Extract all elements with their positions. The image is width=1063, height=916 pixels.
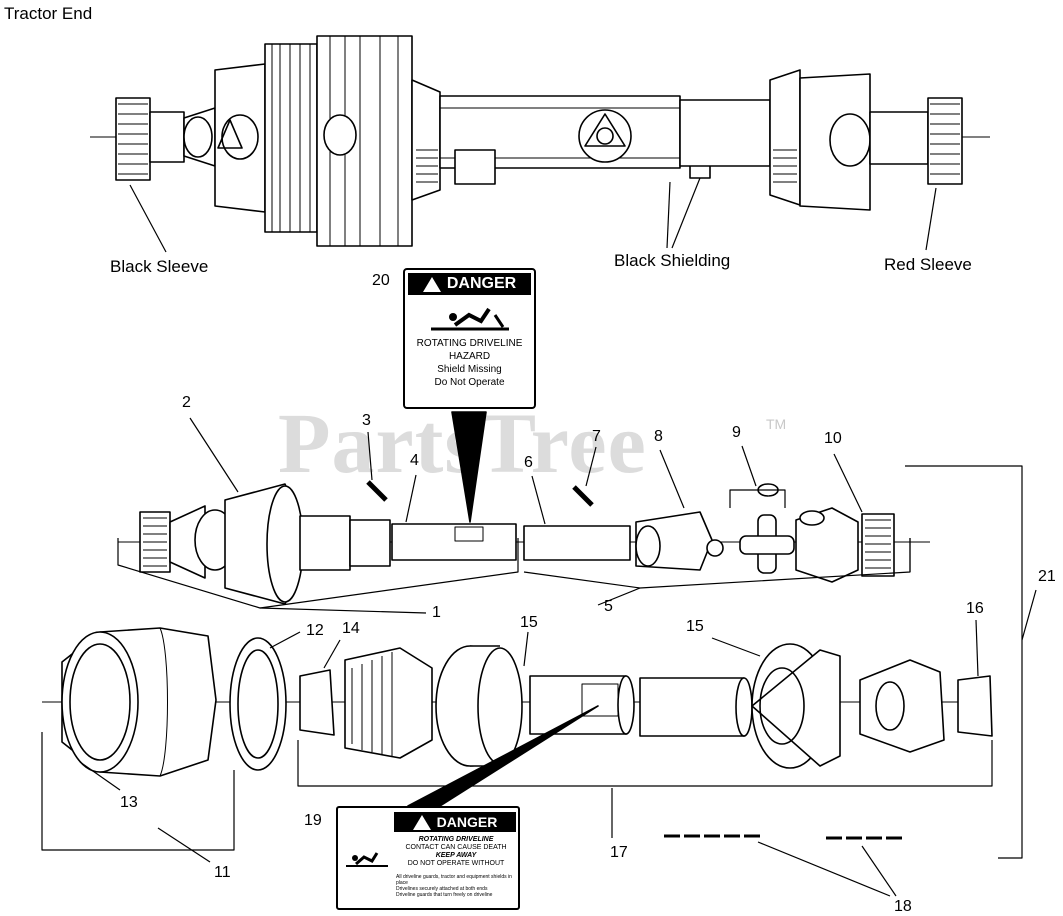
watermark-trademark: TM [766,416,787,432]
middle-driveline-row [117,480,930,609]
entanglement-hazard-icon [430,307,509,331]
callout-12: 12 [306,622,324,639]
entanglement-hazard-icon [346,852,388,867]
decal-19-line-1: ROTATING DRIVELINE [418,836,494,843]
callout-1: 1 [432,604,441,621]
callout-11: 11 [214,864,231,881]
callout-20: 20 [372,272,390,289]
callout-7: 7 [592,428,601,445]
callout-2: 2 [182,394,191,411]
top-driveline-assembly [90,35,990,247]
callout-9: 9 [732,424,741,441]
callout-18: 18 [894,898,912,915]
callout-17: 17 [610,844,628,861]
danger-decal-20: DANGER ROTATING DRIVELINE HAZARD Shield … [403,268,536,409]
decal-20-header: DANGER [408,273,531,295]
callout-19: 19 [304,812,322,829]
red-sleeve-label: Red Sleeve [884,255,972,274]
black-shielding-label: Black Shielding [614,251,731,270]
decal-19-fine-2: Drivelines securely attached at both end… [396,886,488,892]
decal-20-line-4: Do Not Operate [434,377,505,388]
black-sleeve-label: Black Sleeve [110,257,209,276]
callout-15-right: 15 [686,618,704,635]
decal-20-pointer [451,411,487,523]
tractor-end-label: Tractor End [4,4,93,23]
danger-decal-19: DANGER ROTATING DRIVELINE CONTACT CAN CA… [336,806,520,910]
callout-13: 13 [120,794,138,811]
decal-19-fine-3: Driveline guards that turn freely on dri… [396,892,493,898]
callout-14: 14 [342,620,360,637]
decal-20-line-1: ROTATING DRIVELINE [416,338,523,349]
decal-19-header-text: DANGER [436,814,498,830]
decal-20-line-2: HAZARD [448,351,491,362]
bottom-shield-row [41,627,993,851]
callout-5: 5 [604,598,613,615]
decal-20-header-text: DANGER [446,275,517,292]
callout-4: 4 [410,452,419,469]
warning-triangle-icon [422,276,441,292]
decal-19-header: DANGER [394,812,516,832]
decal-19-line-2: CONTACT CAN CAUSE DEATH [405,844,507,851]
decal-19-line-4: DO NOT OPERATE WITHOUT [407,860,505,867]
callout-15-left: 15 [520,614,538,631]
callout-3: 3 [362,412,371,429]
decal-20-line-3: Shield Missing [437,364,502,375]
callout-6: 6 [524,454,533,471]
decal-19-fine-1: All driveline guards, tractor and equipm… [396,874,512,886]
warning-triangle-icon [412,814,431,830]
callout-10: 10 [824,430,842,447]
callout-21: 21 [1038,568,1056,585]
callout-8: 8 [654,428,663,445]
callout-16: 16 [966,600,984,617]
decal-19-line-3: KEEP AWAY [435,852,477,859]
